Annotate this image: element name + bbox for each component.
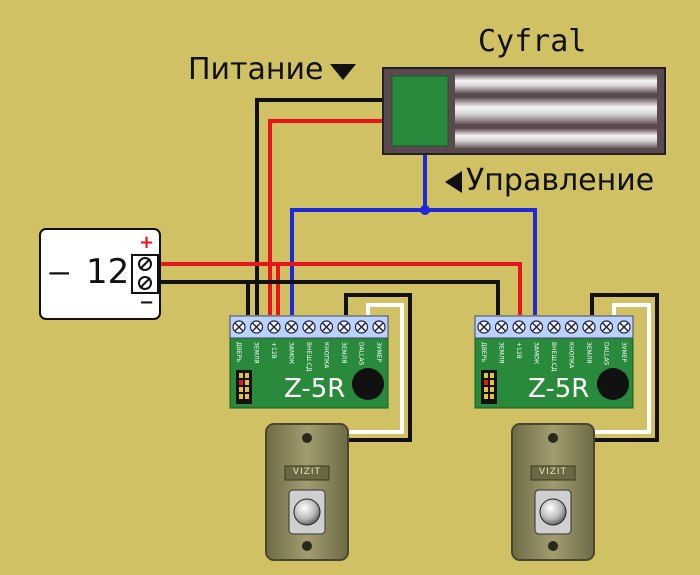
- terminal-screw-slot: [619, 322, 629, 332]
- power-supply: [39, 228, 161, 320]
- reader-2-brand: VIZIT: [538, 467, 568, 477]
- wire-blue-control-2: [425, 208, 537, 315]
- wire-white-reader-1: [346, 303, 404, 434]
- terminal-screw-slot: [497, 322, 506, 332]
- terminal-screw-slot: [514, 322, 524, 332]
- terminal-screw-slot: [269, 322, 279, 332]
- power-arrow-icon: [330, 64, 356, 80]
- wire-red-lock-power: [268, 119, 392, 315]
- terminal-screw-slot: [479, 322, 489, 332]
- terminal-label: DALLAS: [602, 342, 610, 366]
- control-arrow-icon: [445, 171, 462, 193]
- terminal-screw-slot: [602, 322, 611, 332]
- reader-1: [265, 423, 349, 561]
- terminal-label: +12В: [515, 342, 522, 359]
- lock-title: Cyfral: [478, 24, 587, 59]
- terminal-screw-slot: [374, 322, 384, 332]
- wire-red-psu-2: [278, 262, 522, 315]
- psu-dc-symbol: ---: [48, 255, 70, 288]
- terminal-screw-slot: [532, 322, 541, 332]
- magnetic-lock: [382, 67, 666, 155]
- terminal-label: ЗЕМЛЯ: [497, 342, 505, 364]
- terminal-screw-slot: [339, 322, 349, 332]
- reader-2: [511, 423, 595, 561]
- control-label: Управление: [466, 163, 655, 198]
- psu-minus: −: [139, 292, 155, 313]
- terminal-label: ВНЕШ.СД: [550, 342, 557, 372]
- terminal-label: КНОПКА: [567, 342, 575, 369]
- terminal-label: ЗУМЕР: [375, 342, 382, 363]
- controller-1-terminals: [232, 320, 386, 334]
- terminal-label: DALLAS: [357, 342, 365, 366]
- terminal-screw-slot: [252, 322, 261, 332]
- controller-1-name: Z-5R: [284, 374, 346, 404]
- psu-voltage: 12: [86, 252, 130, 292]
- terminal-label: +12В: [270, 342, 277, 359]
- wire-black-lock-power: [255, 98, 392, 315]
- terminal-label: ВНЕШ.СД: [305, 342, 312, 372]
- reader-1-brand: VIZIT: [292, 467, 322, 477]
- psu-plus: +: [139, 232, 155, 253]
- wire-white-reader-2: [592, 303, 651, 434]
- controller-2-name: Z-5R: [528, 374, 590, 404]
- wire-red-psu-1: [160, 262, 280, 315]
- terminal-label: ЗАМОК: [532, 342, 540, 365]
- terminal-label: ЗЕМЛЯ: [585, 342, 592, 364]
- terminal-screw-slot: [549, 322, 559, 332]
- wire-black-reader-1: [344, 293, 412, 442]
- terminal-screw-slot: [234, 322, 244, 332]
- terminal-screw-slot: [584, 322, 594, 332]
- terminal-label: КНОПКА: [322, 342, 330, 369]
- controller-2-terminals: [477, 320, 631, 334]
- terminal-label: ЗАМОК: [287, 342, 295, 365]
- power-label: Питание: [188, 52, 324, 87]
- terminal-screw-slot: [567, 322, 576, 332]
- terminal-label: ЗУМЕР: [620, 342, 627, 363]
- terminal-screw-slot: [357, 322, 366, 332]
- terminal-label: ЗЕМЛЯ: [252, 342, 260, 364]
- terminal-screw-slot: [304, 322, 314, 332]
- terminal-label: ДВЕРЬ: [480, 342, 487, 363]
- terminal-screw-slot: [287, 322, 296, 332]
- wire-black-psu-1: [160, 280, 250, 315]
- wire-black-reader-2: [590, 293, 659, 442]
- terminal-screw-slot: [322, 322, 331, 332]
- terminal-label: ДВЕРЬ: [235, 342, 242, 363]
- terminal-label: ЗЕМЛЯ: [340, 342, 347, 364]
- wire-black-psu-2: [248, 280, 500, 315]
- blue-junction: [420, 205, 430, 215]
